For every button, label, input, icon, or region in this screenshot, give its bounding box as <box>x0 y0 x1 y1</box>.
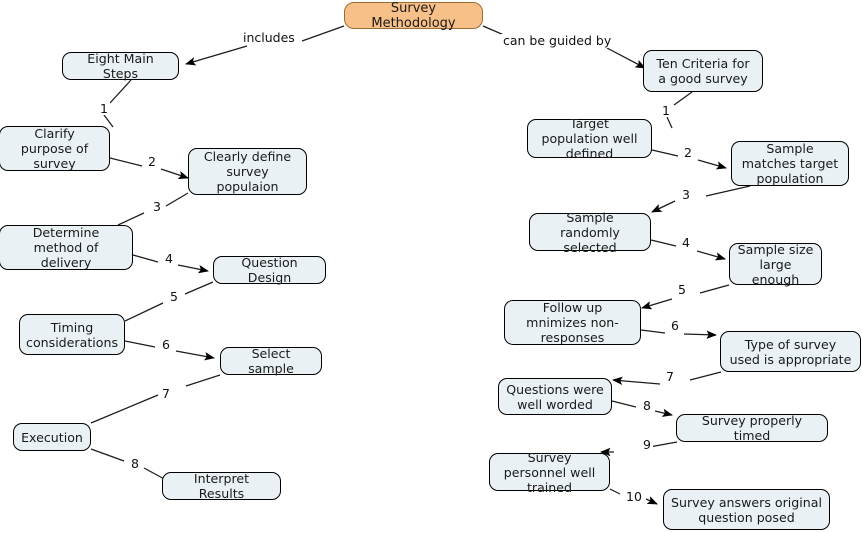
edge-right-1b <box>666 116 673 129</box>
edge-right-7b <box>612 376 661 385</box>
node-question-design[interactable]: Question Design <box>213 255 326 285</box>
node-determine-method[interactable]: Determine method of delivery <box>0 225 133 270</box>
edge-number-right-4: 4 <box>680 235 692 250</box>
edge-left-7b <box>90 394 159 424</box>
node-clearly-define-population[interactable]: Clearly define survey populaion <box>188 148 307 195</box>
node-clarify-purpose[interactable]: Clarify purpose of survey <box>0 126 110 171</box>
relation-label-includes: includes <box>241 30 297 45</box>
edge-right-2a <box>651 149 679 157</box>
edge-number-right-3: 3 <box>680 187 692 202</box>
node-survey-answers-original[interactable]: Survey answers original question posed <box>663 489 830 530</box>
edge-left-3a <box>165 192 189 207</box>
node-sample-matches[interactable]: Sample matches target population <box>731 141 849 186</box>
edge-number-right-5: 5 <box>676 282 688 297</box>
edge-right-6b <box>683 330 717 339</box>
edge-number-left-2: 2 <box>146 154 158 169</box>
edge-number-left-8: 8 <box>129 456 141 471</box>
edge-left-1a <box>109 79 132 104</box>
edge-right-1a <box>673 91 693 106</box>
node-sample-randomly-selected[interactable]: Sample randomly selected <box>529 210 651 255</box>
node-root[interactable]: Survey Methodology <box>344 1 483 31</box>
node-sample-size[interactable]: Sample size large enough <box>729 242 822 287</box>
edge-right-8b <box>654 408 673 417</box>
edge-right-2b <box>697 159 727 170</box>
edge-right-3b <box>651 200 676 213</box>
node-timing-considerations[interactable]: Timing considerations <box>19 314 125 355</box>
edge-left-6b <box>175 350 215 361</box>
edge-root-includes-a <box>301 25 345 42</box>
edge-right-5b <box>641 298 673 310</box>
node-ten-criteria[interactable]: Ten Criteria for a good survey <box>643 50 763 92</box>
node-type-of-survey[interactable]: Type of survey used is appropriate <box>720 331 861 372</box>
edge-number-right-8: 8 <box>641 398 653 413</box>
edge-root-includes-b <box>185 45 248 66</box>
node-survey-properly-timed[interactable]: Survey properly timed <box>676 413 828 443</box>
edge-left-5b <box>124 302 164 322</box>
edge-number-left-1: 1 <box>98 101 110 116</box>
edge-right-10b <box>645 496 658 505</box>
edge-left-7a <box>185 374 221 387</box>
edge-number-left-3: 3 <box>151 199 163 214</box>
edge-number-right-6: 6 <box>669 318 681 333</box>
edge-left-8a <box>90 448 125 462</box>
edge-root-guided-b <box>606 47 646 69</box>
edge-left-4a <box>132 254 159 263</box>
edge-number-left-6: 6 <box>160 337 172 352</box>
edge-left-4b <box>177 264 209 274</box>
edge-number-left-5: 5 <box>168 289 180 304</box>
edge-number-left-7: 7 <box>160 386 172 401</box>
edge-left-2b <box>160 168 189 179</box>
relation-label-can-be-guided-by: can be guided by <box>501 33 614 48</box>
edge-number-right-9: 9 <box>641 437 653 452</box>
node-target-population[interactable]: Target population well defined <box>527 116 652 161</box>
node-follow-up-minimizes[interactable]: Follow up mnimizes non-responses <box>504 300 641 345</box>
node-survey-personnel[interactable]: Survey personnel well trained <box>489 450 610 495</box>
edge-right-4b <box>696 250 726 261</box>
node-interpret-results[interactable]: Interpret Results <box>162 471 281 501</box>
edge-right-5a <box>699 284 730 294</box>
edge-number-right-7: 7 <box>664 369 676 384</box>
edge-number-right-2: 2 <box>682 145 694 160</box>
edge-right-8a <box>611 400 637 408</box>
edge-right-10a <box>609 488 621 495</box>
node-questions-well-worded[interactable]: Questions were well worded <box>498 378 612 415</box>
edge-left-1b <box>103 114 114 128</box>
edge-right-3a <box>705 185 751 197</box>
edge-left-5a <box>184 281 214 295</box>
edge-right-4a <box>650 239 677 247</box>
edge-left-6a <box>124 340 156 348</box>
edge-right-7a <box>689 371 722 381</box>
edge-number-right-1: 1 <box>660 103 672 118</box>
edge-number-right-10: 10 <box>624 489 644 504</box>
edge-left-3b <box>117 212 145 226</box>
edge-number-left-4: 4 <box>163 251 175 266</box>
edge-right-6a <box>640 329 666 334</box>
node-execution[interactable]: Execution <box>13 423 91 451</box>
edge-left-2a <box>109 157 143 167</box>
node-select-sample[interactable]: Select sample <box>220 346 322 376</box>
node-eight-main-steps[interactable]: Eight Main Steps <box>62 51 179 81</box>
